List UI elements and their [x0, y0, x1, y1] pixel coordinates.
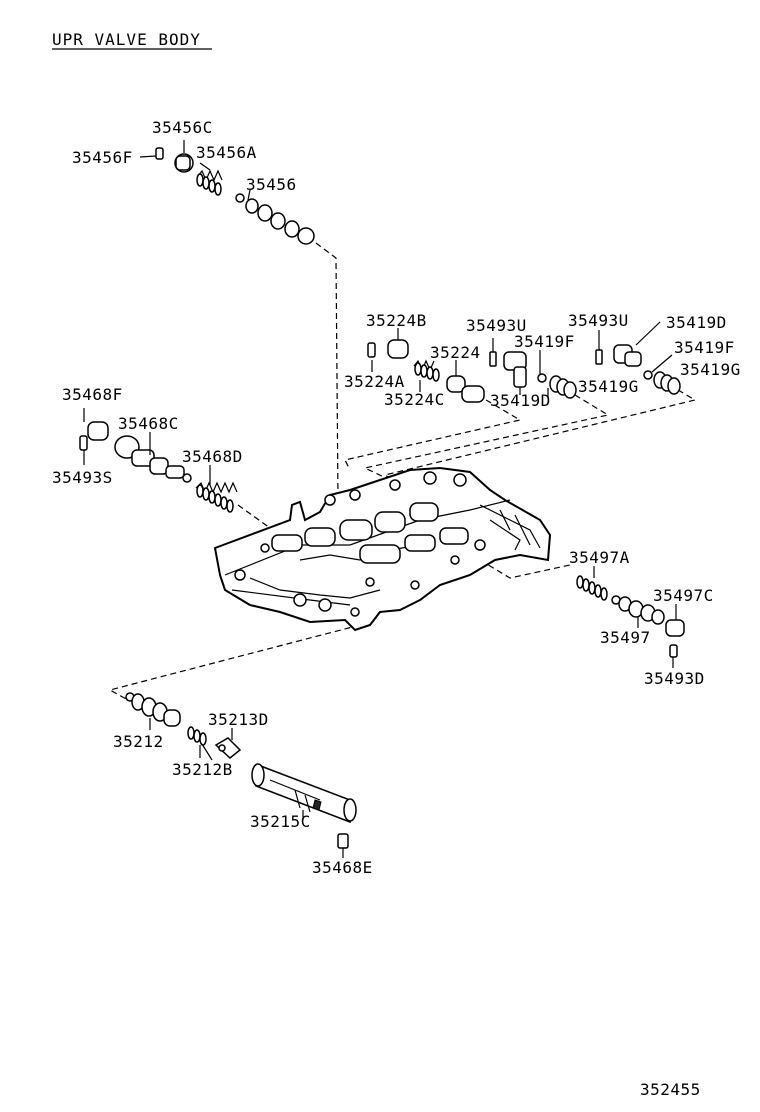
label-35224C: 35224C [384, 390, 445, 409]
part-35419G-a[interactable] [549, 375, 577, 399]
label-35215C: 35215C [250, 812, 311, 831]
label-35493D: 35493D [644, 669, 705, 688]
label-35468E: 35468E [312, 858, 373, 877]
part-labels: 35456C 35456F 35456A 35456 35224B 35493U… [52, 118, 741, 877]
label-35224B: 35224B [366, 311, 427, 330]
label-35419F-b: 35419F [674, 338, 735, 357]
label-35468D: 35468D [182, 447, 243, 466]
diagram-title: UPR VALVE BODY [52, 30, 201, 49]
label-35493U-b: 35493U [568, 311, 629, 330]
label-35456: 35456 [246, 175, 297, 194]
label-35493S: 35493S [52, 468, 113, 487]
guide-line-35468 [237, 504, 271, 529]
part-35493D[interactable] [669, 644, 678, 658]
part-35456-valve[interactable] [235, 193, 315, 245]
label-35468F: 35468F [62, 385, 123, 404]
part-35215C-sleeve[interactable] [251, 763, 357, 824]
label-35493U-a: 35493U [466, 316, 527, 335]
label-35497C: 35497C [653, 586, 714, 605]
label-35419F-a: 35419F [514, 332, 575, 351]
part-35212B-spring[interactable] [187, 726, 213, 761]
label-35224: 35224 [430, 343, 481, 362]
part-35419G-b[interactable] [653, 371, 681, 395]
part-35224B[interactable] [387, 328, 409, 359]
guide-line-35456 [315, 242, 339, 501]
part-35497C[interactable] [665, 604, 685, 637]
part-35213D[interactable] [214, 728, 242, 759]
guide-line-35419g [363, 394, 610, 481]
part-35224A[interactable] [367, 342, 376, 358]
label-35212: 35212 [113, 732, 164, 751]
upper-valve-body [213, 466, 552, 632]
label-35224A: 35224A [344, 372, 405, 391]
part-35497A-spring[interactable] [576, 575, 608, 601]
part-35493S[interactable] [79, 435, 88, 451]
part-35212-valve[interactable] [125, 692, 181, 730]
part-35493U-a[interactable] [489, 351, 497, 367]
label-35419D-a: 35419D [490, 391, 551, 410]
part-35419F-a[interactable] [537, 373, 547, 383]
label-35419G-a: 35419G [578, 377, 639, 396]
part-35419D-a[interactable] [503, 351, 527, 395]
guide-line-35224 [344, 399, 522, 471]
part-35456C[interactable] [174, 140, 194, 173]
leader-lines [83, 155, 674, 758]
label-35468C: 35468C [118, 414, 179, 433]
part-35419D-b[interactable] [613, 321, 661, 367]
label-35213D: 35213D [208, 710, 269, 729]
part-35419F-b[interactable] [643, 354, 673, 380]
label-35456C: 35456C [152, 118, 213, 137]
part-35224C-spring[interactable] [413, 359, 440, 382]
guide-line-35497 [479, 559, 571, 579]
label-35456A: 35456A [196, 143, 257, 162]
part-35468E[interactable] [337, 833, 349, 858]
part-35456A-spring[interactable] [196, 169, 223, 196]
part-35456F[interactable] [155, 147, 164, 160]
guide-line-35212 [108, 624, 361, 701]
label-35419D-b: 35419D [666, 313, 727, 332]
label-35212B: 35212B [172, 760, 233, 779]
part-35468D-spring[interactable] [195, 481, 238, 513]
part-35497-valve[interactable] [611, 595, 665, 628]
part-35493U-b[interactable] [595, 349, 603, 365]
label-35497A: 35497A [569, 548, 630, 567]
label-35497: 35497 [600, 628, 651, 647]
part-35468C-valve[interactable] [114, 432, 192, 483]
part-35468F[interactable] [87, 421, 109, 441]
label-35456F: 35456F [72, 148, 133, 167]
part-35224-valve[interactable] [446, 360, 485, 403]
label-35419G-b: 35419G [680, 360, 741, 379]
diagram-number: 352455 [640, 1080, 701, 1099]
